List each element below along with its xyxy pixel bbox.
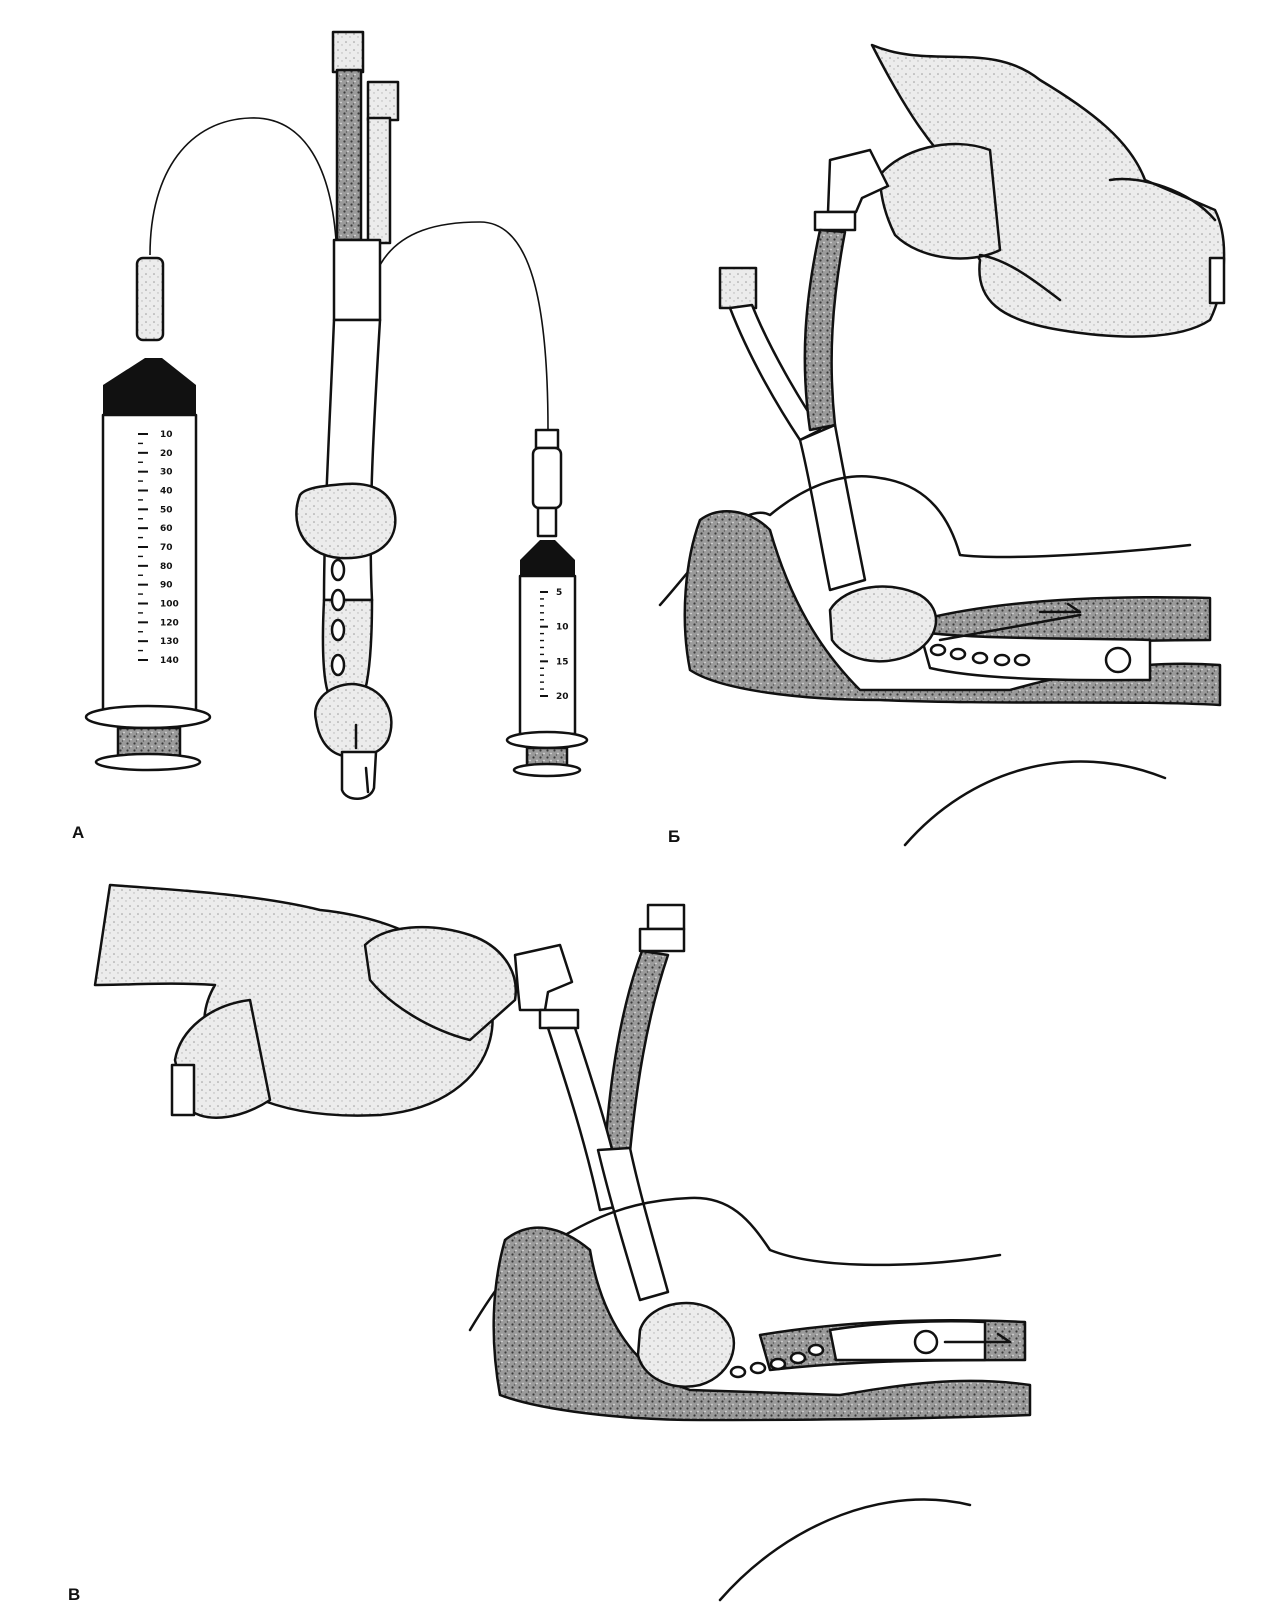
tube-connector-white: [366, 80, 400, 122]
combitube: [295, 30, 400, 800]
large-syringe-barrel: [101, 413, 198, 717]
small-syringe-scale: 5 10 15 20: [540, 588, 569, 702]
distal-cuff: [314, 682, 393, 759]
tracheal-lumen: [366, 116, 392, 245]
scale-label: 60: [160, 524, 173, 534]
bag-valve-b: [1208, 256, 1226, 305]
side-hole-2: [330, 588, 346, 612]
small-syringe-plunger-head: [520, 560, 575, 576]
scale-label: 100: [160, 600, 179, 610]
scale-label: 90: [160, 581, 173, 591]
small-syringe-connector: [534, 428, 560, 450]
distal-tip: [340, 750, 378, 800]
tube-junction: [332, 238, 382, 322]
panel-label-b: Б: [668, 827, 680, 846]
connector-ring-b: [813, 210, 857, 232]
side-hole-3: [330, 618, 346, 642]
panel-label-c: В: [68, 1585, 80, 1604]
panel-b: Б: [658, 43, 1226, 847]
tube-cap-c: [646, 903, 686, 931]
elbow-connector-c: [513, 943, 574, 1012]
scale-label: 120: [160, 618, 179, 628]
airway-tissue-c: [492, 1226, 1032, 1422]
scale-label: 10: [556, 623, 569, 633]
proximal-cuff-b: [828, 585, 938, 663]
bag-valve-c: [170, 1063, 196, 1117]
pharyngeal-tube-b: [803, 228, 847, 432]
large-syringe-hub: [103, 358, 196, 385]
large-syringe-thumb-rest: [94, 752, 202, 772]
large-syringe-plunger-head: [103, 385, 196, 415]
tube-cap-ring-c: [638, 927, 686, 953]
scale-label: 130: [160, 637, 179, 647]
side-hole-4: [330, 653, 346, 677]
scale-label: 20: [160, 449, 173, 459]
pilot-line-large: [149, 117, 337, 256]
connector-ring-c: [538, 1008, 580, 1030]
large-syringe-scale: 10 20 30 40 50 60 70 80 90 100 120 130 140: [138, 430, 179, 666]
scale-label: 15: [556, 657, 569, 667]
small-syringe-tip: [536, 506, 558, 538]
large-syringe-flange: [84, 704, 212, 730]
scale-label: 50: [160, 505, 173, 515]
bag-c-top: [363, 925, 518, 1042]
proximal-cuff: [295, 482, 397, 560]
small-syringe-barrel: [518, 574, 577, 736]
tube-cap-b: [718, 266, 758, 310]
small-syringe-flange: [505, 730, 589, 750]
large-syringe: 10 20 30 40 50 60 70 80 90 100 120 130 140: [84, 256, 212, 772]
distal-tube-b: [918, 630, 1152, 682]
side-hole-1: [330, 558, 346, 582]
pilot-line-small: [379, 221, 549, 431]
pharyngeal-lumen: [335, 68, 363, 242]
scale-label: 80: [160, 562, 173, 572]
scale-label: 20: [556, 692, 569, 702]
bag-c: [173, 998, 272, 1119]
tube-body-c: [596, 1146, 670, 1302]
distal-cuff-c: [913, 1329, 939, 1355]
bag-b: [878, 142, 1002, 260]
elbow-connector-b: [826, 148, 890, 214]
chest-outline-c: [718, 1498, 972, 1602]
large-syringe-valve: [135, 256, 165, 342]
scale-label: 10: [160, 430, 173, 440]
scale-label: 140: [160, 656, 179, 666]
chest-outline-b: [903, 760, 1167, 847]
small-syringe-thumb-rest: [512, 762, 582, 778]
scale-label: 70: [160, 543, 173, 553]
airway-tissue-b: [683, 510, 1222, 707]
pharyngeal-tube-c: [603, 949, 670, 1154]
tube-connector-blue: [331, 30, 365, 74]
panel-a: 10 20 30 40 50 60 70 80 90 100 120 130 140: [72, 30, 589, 842]
scale-label: 40: [160, 487, 173, 497]
scale-label: 5: [556, 588, 562, 598]
proximal-cuff-c: [636, 1301, 736, 1388]
small-syringe: 5 10 15 20: [505, 428, 589, 778]
tube-body-b: [798, 423, 867, 592]
panel-label-a: А: [72, 823, 84, 842]
distal-tube-c: [828, 1320, 987, 1362]
small-syringe-valve: [531, 446, 563, 510]
panel-c: В: [68, 883, 1032, 1604]
small-syringe-hub: [520, 540, 575, 560]
scale-label: 30: [160, 468, 173, 478]
distal-cuff-b: [1104, 646, 1132, 674]
